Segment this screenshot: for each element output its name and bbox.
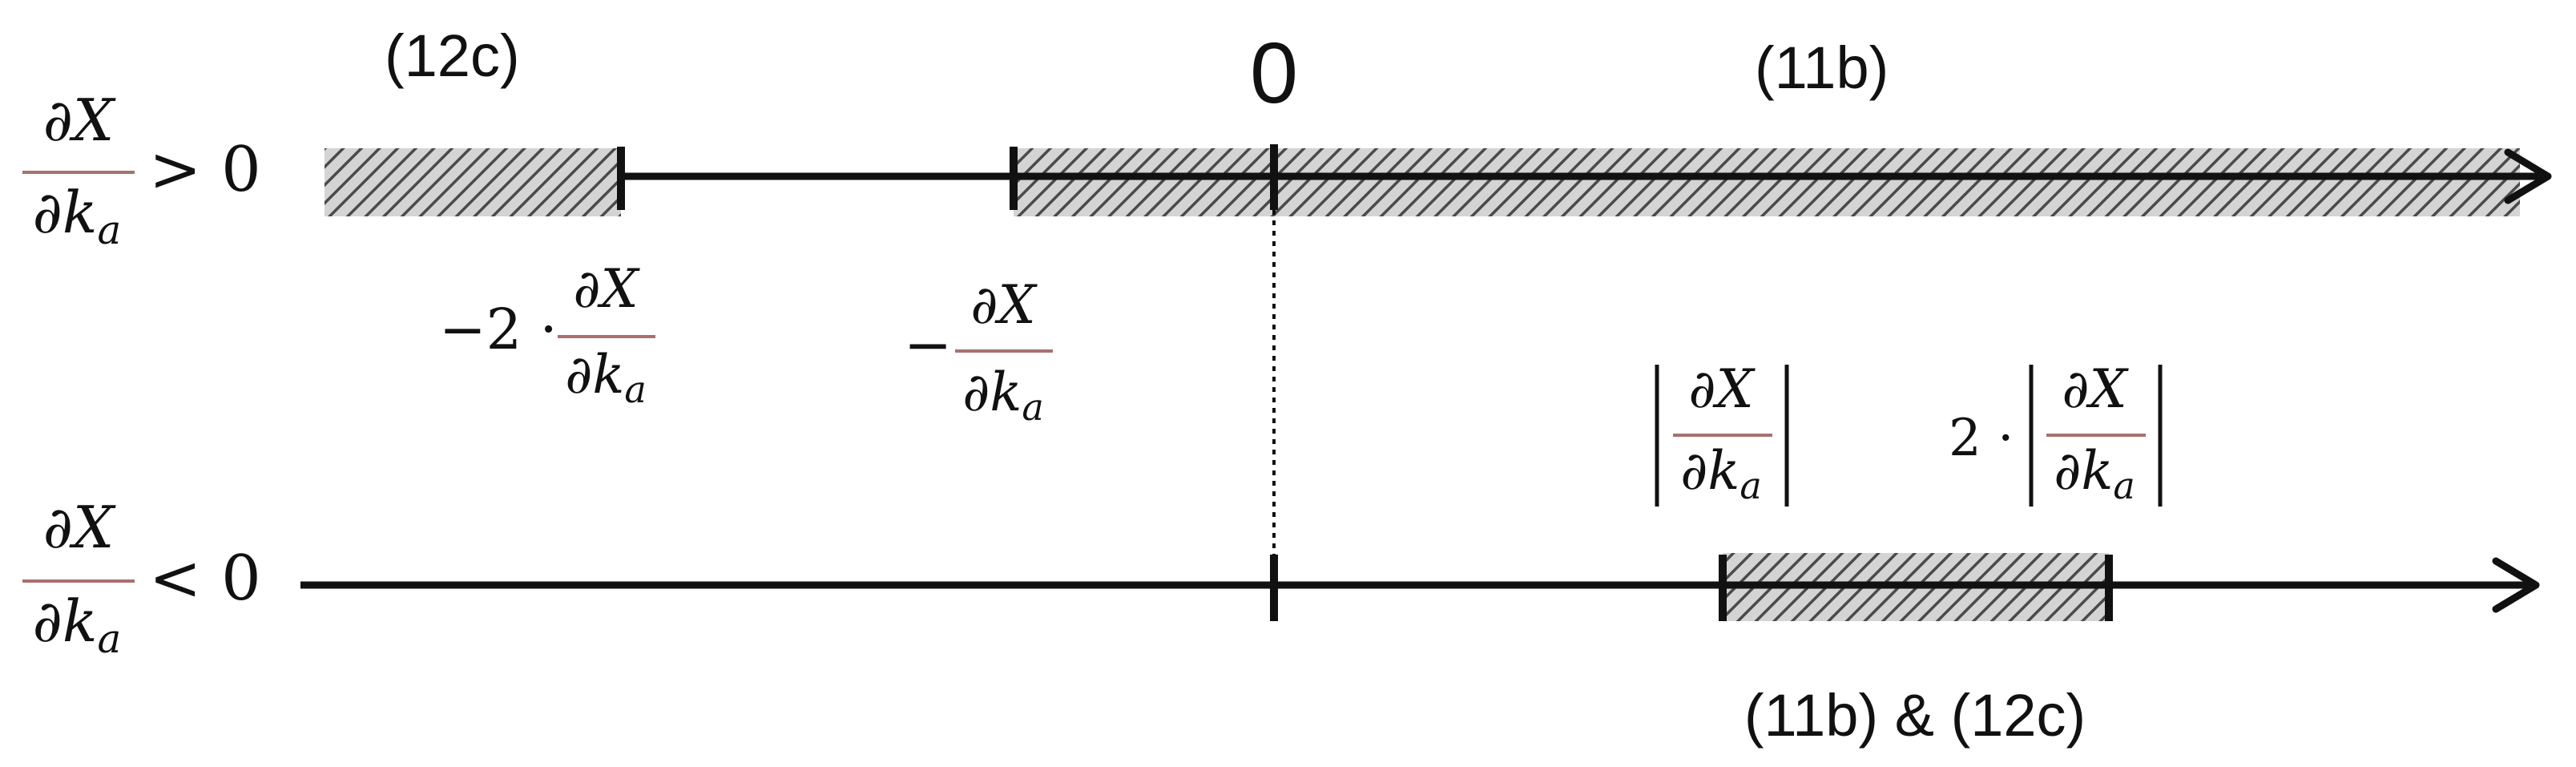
- top-condition: ∂X ∂ka > 0: [22, 87, 261, 253]
- tick-label-minus-two-denominator: ∂ka: [565, 344, 647, 411]
- top-axis-arrowhead: [2504, 148, 2552, 204]
- tick-label-two-numerator: ∂X: [2062, 358, 2129, 420]
- top-region-label-right: (11b): [1755, 34, 1889, 101]
- tick-label-one-denominator: ∂ka: [1680, 440, 1762, 507]
- tick-label-one: ∂X ∂ka: [1655, 358, 1789, 507]
- bottom-region-label: (11b) & (12c): [1744, 682, 2086, 749]
- zero-label: 0: [1250, 24, 1298, 121]
- tick-label-minus-two: −2 · ∂X ∂ka: [439, 258, 655, 411]
- tick-label-minus-one-prefix: −: [904, 311, 952, 378]
- top-hatched-region-right: [1014, 148, 2520, 216]
- bottom-condition-denominator: ∂ka: [33, 587, 122, 662]
- top-condition-denominator: ∂ka: [33, 179, 122, 253]
- top-row: (12c) (11b) 0 ∂X ∂ka > 0 −2 · ∂X ∂ka − ∂…: [22, 22, 2552, 429]
- tick-label-minus-one-denominator: ∂ka: [962, 361, 1044, 429]
- top-condition-numerator: ∂X: [43, 87, 116, 154]
- bottom-row: ∂X ∂ka < 0 ∂X ∂ka 2 · ∂X ∂ka (11b) & (12…: [22, 358, 2540, 749]
- tick-label-minus-one-numerator: ∂X: [970, 274, 1038, 336]
- tick-label-two: 2 · ∂X ∂ka: [1949, 358, 2163, 507]
- tick-label-minus-one: − ∂X ∂ka: [904, 274, 1053, 429]
- top-region-label-left: (12c): [385, 22, 520, 89]
- tick-label-two-prefix: 2 ·: [1949, 409, 2014, 468]
- bottom-condition: ∂X ∂ka < 0: [22, 494, 261, 662]
- bottom-axis-arrowhead: [2492, 557, 2540, 613]
- tick-label-two-denominator: ∂ka: [2054, 440, 2135, 507]
- bottom-condition-numerator: ∂X: [43, 494, 116, 561]
- bottom-condition-relation: < 0: [149, 543, 261, 615]
- tick-label-minus-two-numerator: ∂X: [573, 258, 640, 320]
- tick-label-minus-two-prefix: −2 ·: [439, 297, 558, 362]
- top-hatched-region-left: [325, 148, 621, 216]
- tick-label-one-numerator: ∂X: [1688, 358, 1756, 420]
- top-condition-relation: > 0: [149, 134, 261, 206]
